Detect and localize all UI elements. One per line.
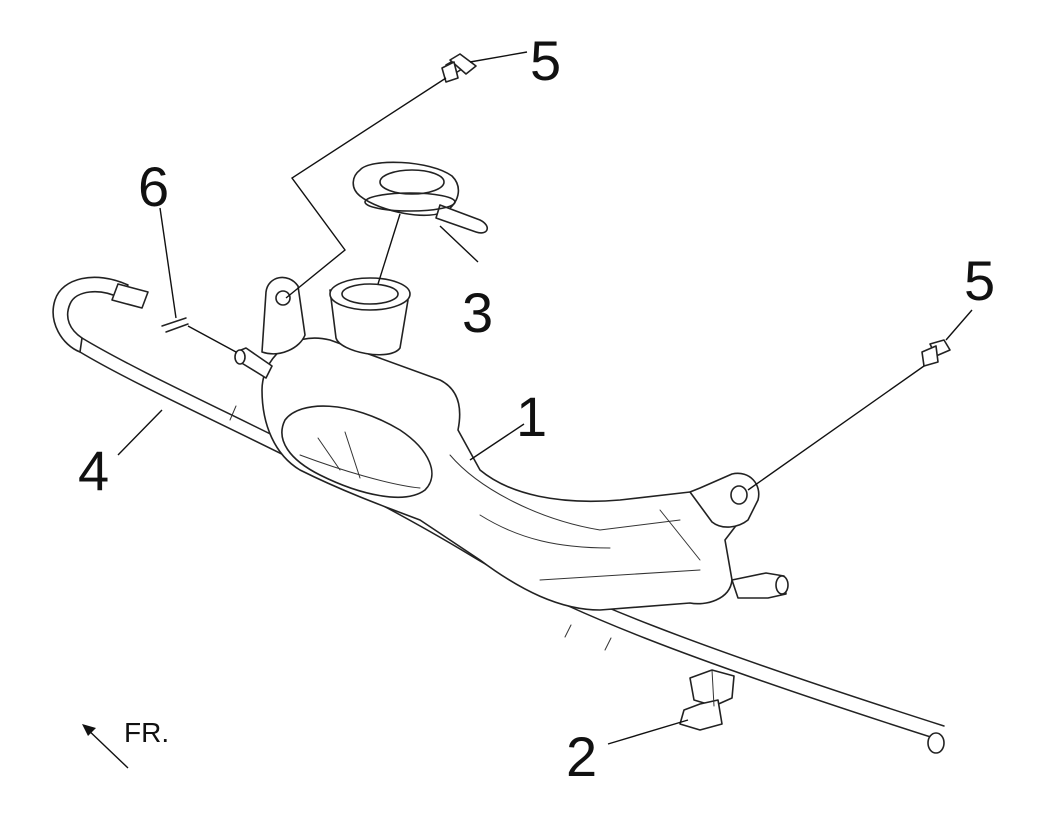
callout-5-upper: 5 <box>530 29 561 92</box>
callout-6: 6 <box>138 155 169 218</box>
leader-lines <box>117 51 973 745</box>
callout-4: 4 <box>78 439 109 502</box>
flange-bolt-upper <box>441 53 477 83</box>
arrowhead-icon <box>82 724 96 736</box>
callout-3: 3 <box>462 281 493 344</box>
tank-cap <box>352 161 488 234</box>
callout-5-right: 5 <box>964 249 995 312</box>
callout-labels: 5 5 6 3 1 4 2 <box>78 29 995 788</box>
flange-bolt-right <box>921 339 951 367</box>
callout-2: 2 <box>566 725 597 788</box>
reservoir-tank <box>234 276 789 611</box>
hose-clip <box>161 317 189 333</box>
front-direction-indicator: FR. <box>82 717 169 769</box>
callout-1: 1 <box>516 385 547 448</box>
front-label: FR. <box>124 717 169 748</box>
hose-clamp <box>679 669 735 731</box>
direction-arrow-icon <box>83 725 129 769</box>
